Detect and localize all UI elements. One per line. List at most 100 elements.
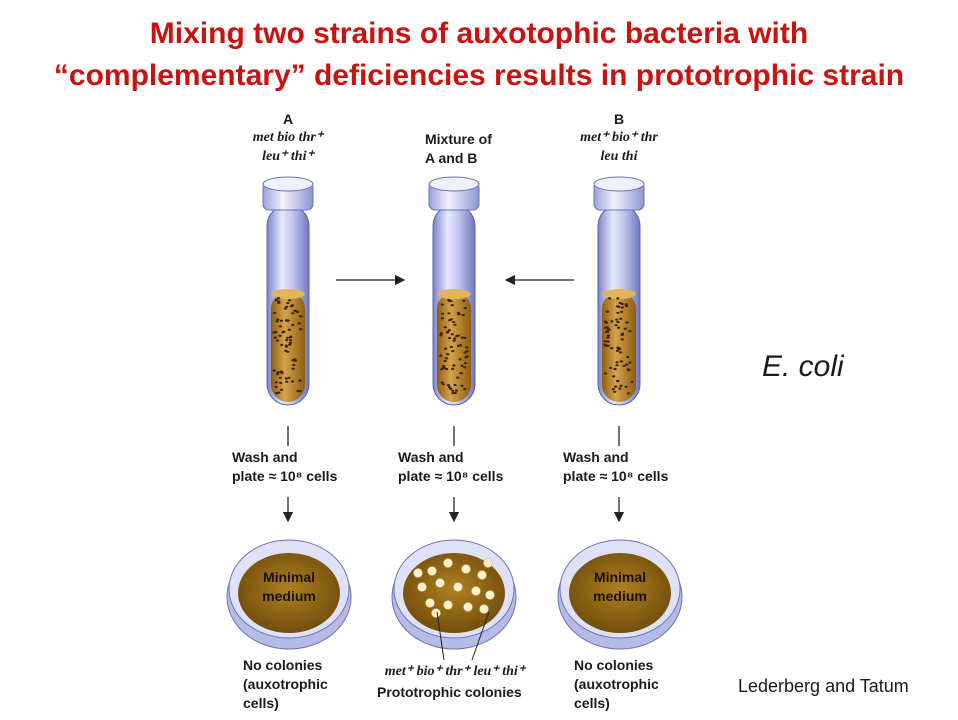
bacterium-dot [612, 375, 616, 378]
bacterium-dot [616, 297, 620, 300]
colony [479, 604, 489, 614]
bacterium-dot [276, 371, 280, 374]
step-a-line1: Wash and [232, 449, 298, 465]
bacterium-dot [613, 390, 617, 393]
bacterium-dot [289, 335, 293, 338]
bacterium-dot [277, 300, 281, 303]
bacterium-dot [603, 340, 607, 343]
bacterium-dot [440, 303, 444, 306]
bacterium-dot [616, 326, 621, 329]
plate-b [557, 539, 683, 650]
result-a-line3: cells) [243, 695, 279, 711]
bacterium-dot [297, 322, 301, 325]
bacterium-dot [287, 299, 292, 302]
bacterium-dot [611, 388, 615, 391]
bacterium-dot [617, 305, 621, 308]
result-b-line3: cells) [574, 695, 610, 711]
colony [485, 590, 495, 600]
bacterium-dot [619, 384, 623, 387]
bacterium-dot [286, 301, 290, 305]
bacterium-dot [284, 344, 288, 347]
tube-mix-label-line1: Mixture of [425, 131, 492, 147]
bacterium-dot [287, 328, 291, 331]
bacterium-dot [279, 381, 283, 384]
bacterium-dot [620, 306, 624, 309]
bacterium-dot [465, 350, 469, 353]
bacterium-dot [294, 310, 298, 313]
result-mix-label: Prototrophic colonies [377, 684, 522, 700]
bacterium-dot [444, 357, 448, 360]
colony [477, 570, 487, 580]
bacterium-dot [615, 364, 619, 367]
bacterium-dot [622, 364, 626, 367]
bacterium-dot [456, 376, 460, 379]
bacterium-dot [291, 312, 295, 315]
bacterium-dot [450, 304, 454, 307]
bacteria-dots-mixture [439, 299, 469, 395]
bacterium-dot [299, 315, 303, 318]
bacterium-dot [283, 307, 287, 310]
bacterium-dot [442, 365, 446, 368]
result-a-line1: No colonies [243, 657, 323, 673]
colony [425, 598, 435, 608]
bacterium-dot [621, 332, 625, 335]
bacterium-dot [451, 367, 455, 370]
bacterium-dot [619, 360, 623, 363]
bacterium-dot [606, 344, 610, 347]
bacterium-dot [465, 346, 469, 349]
bacterium-dot [448, 319, 452, 322]
plate-b-label-line1: Minimal [593, 569, 647, 585]
bacterium-dot [449, 345, 453, 349]
bacterium-dot [293, 358, 297, 361]
bacterium-dot [605, 330, 610, 333]
bacterium-dot [619, 351, 623, 354]
bacterium-dot [284, 377, 288, 380]
bacterium-dot [463, 387, 467, 391]
credit-text: Lederberg and Tatum [738, 676, 909, 696]
bacterium-dot [451, 350, 455, 353]
bacterium-dot [620, 338, 624, 341]
bacterium-dot [280, 370, 284, 373]
bacterium-dot [627, 392, 631, 395]
bacterium-dot [614, 324, 618, 327]
bacterium-dot [288, 343, 292, 346]
bacterium-dot [463, 362, 467, 365]
step-b-line1: Wash and [563, 449, 629, 465]
plate-mixture [391, 539, 517, 650]
bacterium-dot [616, 346, 620, 349]
bacterium-dot [298, 390, 302, 393]
bacterium-dot [610, 347, 614, 350]
bacterium-dot [274, 385, 278, 388]
colony [453, 582, 463, 592]
bacterium-dot [630, 380, 634, 383]
bacterium-dot [280, 343, 284, 346]
bacteria-dots-a [272, 297, 303, 395]
slide-title-line1: Mixing two strains of auxotophic bacteri… [149, 17, 809, 50]
bacterium-dot [452, 321, 456, 324]
bacterium-dot [279, 319, 283, 322]
bacterium-dot [618, 387, 622, 390]
bacterium-dot [626, 355, 630, 359]
bacterium-dot [290, 380, 295, 383]
bacterium-dot [604, 344, 608, 347]
bacterium-dot [450, 333, 454, 336]
bacterium-dot [609, 366, 613, 369]
colony [463, 602, 473, 612]
bacterium-dot [627, 369, 631, 372]
bacterium-dot [275, 339, 279, 342]
bacterium-dot [460, 364, 464, 367]
bacterium-dot [606, 336, 610, 339]
bacterium-dot [446, 353, 450, 356]
tube-b [593, 176, 645, 406]
result-b-line1: No colonies [574, 657, 654, 673]
colony [461, 564, 471, 574]
plate-b-label-line2: medium [593, 588, 647, 604]
prototrophic-colonies [413, 558, 495, 618]
bacterium-dot [298, 379, 302, 382]
result-a-line2: (auxotrophic [243, 676, 328, 692]
bacterium-dot [615, 318, 619, 321]
bacterium-dot [616, 321, 620, 324]
bacterium-dot [462, 299, 466, 302]
bacterium-dot [606, 340, 610, 343]
